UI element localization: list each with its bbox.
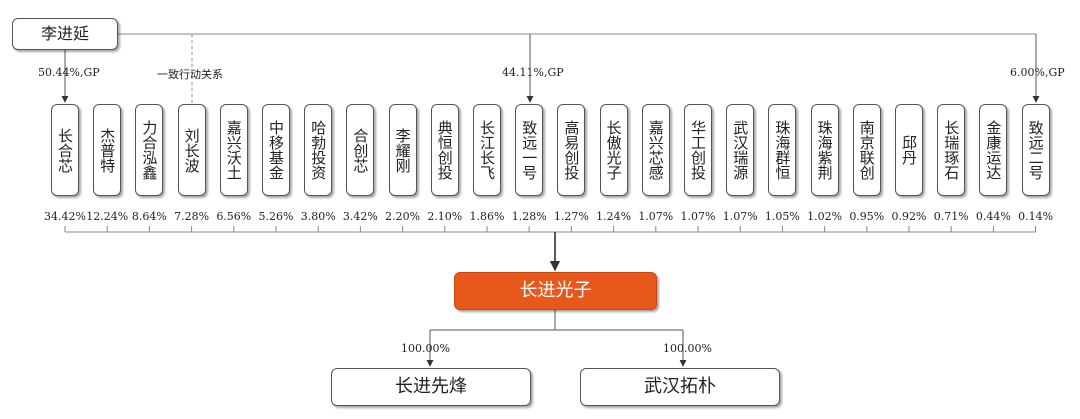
shareholder-ticks <box>64 226 1037 232</box>
shareholder-box: 珠海群恒 <box>768 104 797 196</box>
shareholder-name: 长瑞琢石 <box>942 120 961 180</box>
gp-label-right: 6.00%,GP <box>1010 66 1065 79</box>
company-box: 长进光子 <box>454 272 657 310</box>
shareholder-pct: 1.07% <box>638 210 674 223</box>
shareholder-pct: 3.80% <box>300 210 336 223</box>
shareholder-pct: 3.42% <box>342 210 378 223</box>
shareholder-pct: 8.64% <box>131 210 167 223</box>
shareholder-box: 高易创投 <box>557 104 586 196</box>
shareholder-name: 典恒创投 <box>435 120 454 180</box>
shareholder-box: 力合泓鑫 <box>135 104 164 196</box>
shareholder-pct: 1.27% <box>553 210 589 223</box>
shareholder-box: 华工创投 <box>684 104 712 196</box>
shareholder-pct: 2.10% <box>427 210 463 223</box>
shareholder-pct: 0.71% <box>933 210 969 223</box>
shareholder-pct: 0.92% <box>891 210 927 223</box>
shareholder-pct: 1.86% <box>469 210 505 223</box>
shareholder-pct: 6.56% <box>216 210 252 223</box>
shareholder-name: 嘉兴沃土 <box>224 120 243 180</box>
shareholder-name: 哈勃投资 <box>309 120 328 180</box>
shareholder-name: 刘长波 <box>182 127 201 173</box>
shareholder-box: 长合芯 <box>51 104 79 196</box>
shareholder-pct: 34.42% <box>44 210 86 223</box>
shareholder-pct: 1.28% <box>511 210 547 223</box>
shareholder-name: 珠海紫荆 <box>815 120 834 180</box>
shareholder-name: 武汉瑞源 <box>731 120 750 180</box>
shareholder-name: 长江长飞 <box>478 120 496 180</box>
shareholder-box: 长江长飞 <box>473 104 501 196</box>
shareholder-name: 长傲光子 <box>604 120 623 180</box>
shareholder-name: 致远二号 <box>1026 120 1045 180</box>
shareholder-box: 致远一号 <box>515 104 544 196</box>
shareholder-name: 高易创投 <box>562 120 581 180</box>
shareholder-box: 典恒创投 <box>430 104 459 196</box>
shareholder-box: 合创芯 <box>346 104 375 196</box>
shareholder-name: 中移基金 <box>267 120 285 180</box>
shareholder-pct: 5.26% <box>258 210 294 223</box>
shareholder-box: 金康运达 <box>979 104 1008 196</box>
shareholder-box: 致远二号 <box>1021 104 1050 196</box>
subsidiary-box-right: 武汉拓朴 <box>580 368 780 406</box>
shareholder-box: 嘉兴沃土 <box>219 104 248 196</box>
shareholder-pct: 1.24% <box>596 210 632 223</box>
shareholder-pct: 0.95% <box>849 210 885 223</box>
shareholder-pct: 1.07% <box>722 210 758 223</box>
shareholder-pct: 1.05% <box>764 210 800 223</box>
shareholder-name: 华工创投 <box>689 120 707 180</box>
shareholder-pct: 2.20% <box>385 210 421 223</box>
shareholder-pct: 7.28% <box>174 210 210 223</box>
shareholder-name: 邱丹 <box>900 135 918 165</box>
shareholder-box: 中移基金 <box>262 104 290 196</box>
subsidiary-pct-left: 100.00% <box>401 342 450 355</box>
shareholder-box: 邱丹 <box>895 104 923 196</box>
shareholder-pct: 0.44% <box>975 210 1011 223</box>
gp-label-mid: 44.11%,GP <box>502 66 564 79</box>
shareholder-name: 李耀刚 <box>393 127 412 173</box>
shareholder-name: 南京联创 <box>857 120 876 180</box>
shareholder-pct: 1.02% <box>807 210 843 223</box>
shareholder-name: 珠海群恒 <box>773 120 792 180</box>
shareholder-box: 杰普特 <box>93 104 122 196</box>
shareholder-name: 金康运达 <box>984 120 1003 180</box>
top-holder-box: 李进延 <box>12 18 118 50</box>
shareholder-box: 珠海紫荆 <box>810 104 839 196</box>
shareholder-pct: 1.07% <box>680 210 716 223</box>
shareholder-pct: 0.14% <box>1018 210 1054 223</box>
shareholder-name: 致远一号 <box>520 120 539 180</box>
shareholder-box: 长傲光子 <box>599 104 628 196</box>
concert-label: 一致行动关系 <box>157 68 223 81</box>
shareholder-pct: 12.24% <box>86 210 129 223</box>
shareholder-box: 南京联创 <box>852 104 881 196</box>
shareholder-box: 武汉瑞源 <box>726 104 755 196</box>
shareholder-name: 合创芯 <box>351 127 370 173</box>
shareholder-name: 长合芯 <box>56 127 74 173</box>
shareholder-box: 刘长波 <box>177 104 206 196</box>
shareholder-box: 李耀刚 <box>388 104 417 196</box>
shareholder-box: 长瑞琢石 <box>937 104 966 196</box>
shareholder-box: 哈勃投资 <box>304 104 333 196</box>
shareholder-name: 杰普特 <box>98 127 117 173</box>
shareholder-name: 嘉兴芯感 <box>646 120 665 180</box>
shareholder-name: 力合泓鑫 <box>140 120 159 180</box>
gp-label-left: 50.44%,GP <box>38 66 100 79</box>
subsidiary-pct-right: 100.00% <box>663 342 712 355</box>
subsidiary-box-left: 长进先烽 <box>331 368 531 406</box>
shareholder-box: 嘉兴芯感 <box>641 104 670 196</box>
